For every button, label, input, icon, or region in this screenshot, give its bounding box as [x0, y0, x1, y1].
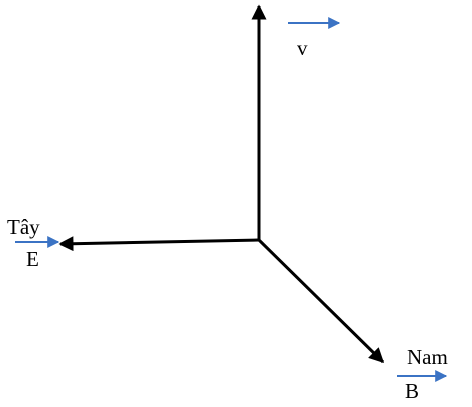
axis-south-arrow — [257, 238, 385, 364]
label-v: v — [297, 36, 308, 60]
label-b: B — [405, 379, 419, 403]
label-e: E — [26, 247, 39, 271]
label-south: Nam — [407, 345, 448, 369]
axis-west-arrow — [58, 236, 260, 252]
label-west: Tây — [7, 215, 40, 239]
